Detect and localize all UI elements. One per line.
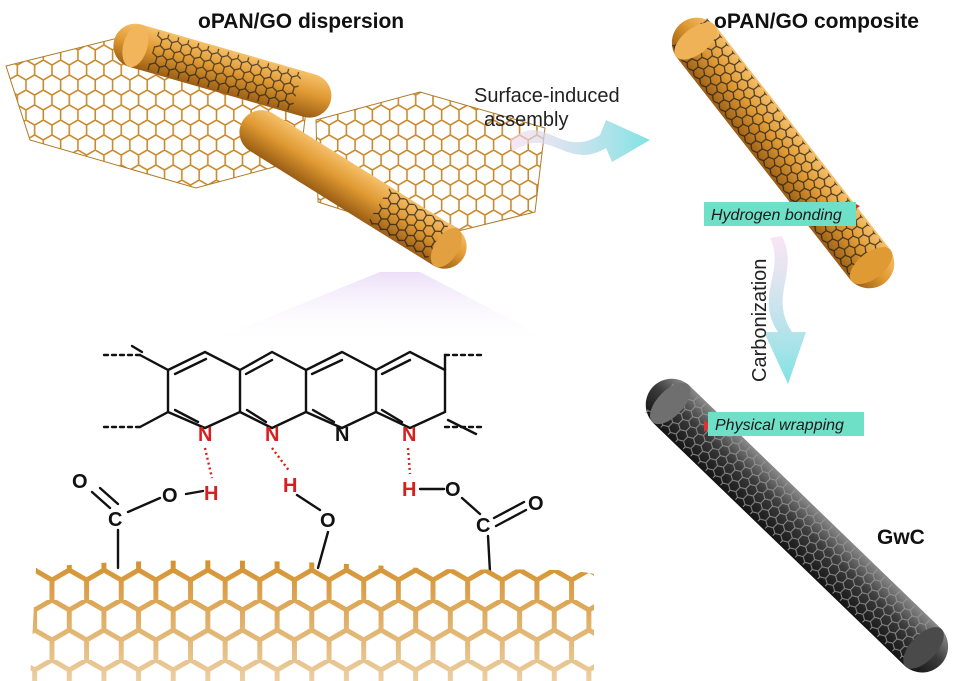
tag-physical-wrapping: Physical wrapping bbox=[715, 417, 844, 434]
atom-o-2: O bbox=[72, 471, 88, 493]
opan-molecular-structure: N N N N H H H O C O O O C O bbox=[72, 344, 544, 574]
gwc-carbon-fiber bbox=[645, 377, 949, 673]
atom-o-3: O bbox=[320, 510, 336, 532]
opan-fiber-short bbox=[113, 23, 332, 118]
atom-o-1: O bbox=[162, 485, 178, 507]
atom-n-3: N bbox=[335, 424, 349, 446]
step-assembly-line2: assembly bbox=[484, 109, 568, 131]
surface-assembly-arrow bbox=[510, 120, 650, 162]
atom-h-2: H bbox=[283, 475, 297, 497]
hbond-3 bbox=[406, 447, 412, 475]
step-assembly-line1: Surface-induced bbox=[474, 85, 620, 107]
hbond-1 bbox=[203, 447, 214, 479]
atom-o-5: O bbox=[528, 493, 544, 515]
title-composite: oPAN/GO composite bbox=[714, 10, 919, 33]
step-carbonization: Carbonization bbox=[749, 259, 771, 382]
dispersion-illustration bbox=[5, 23, 546, 269]
atom-h-3: H bbox=[402, 479, 416, 501]
tag-physical-wrapping-bg bbox=[708, 412, 864, 436]
atom-h-1: H bbox=[204, 483, 218, 505]
atom-n-1: N bbox=[198, 424, 212, 446]
atom-o-4: O bbox=[445, 479, 461, 501]
zoom-highlight bbox=[200, 272, 560, 345]
atom-c-2: C bbox=[476, 515, 490, 537]
hbond-2 bbox=[271, 447, 291, 473]
carbonization-arrow bbox=[764, 236, 806, 384]
atom-c-1: C bbox=[108, 509, 122, 531]
atom-n-4: N bbox=[402, 424, 416, 446]
graphene-oxide-slab bbox=[30, 560, 594, 681]
tag-hydrogen-bonding-bg bbox=[704, 202, 856, 226]
tag-hydrogen-bonding: Hydrogen bonding bbox=[711, 207, 842, 224]
title-gwc: GwC bbox=[877, 526, 925, 549]
title-dispersion: oPAN/GO dispersion bbox=[198, 10, 404, 33]
opan-fiber-long bbox=[239, 110, 467, 269]
atom-n-2: N bbox=[265, 424, 279, 446]
